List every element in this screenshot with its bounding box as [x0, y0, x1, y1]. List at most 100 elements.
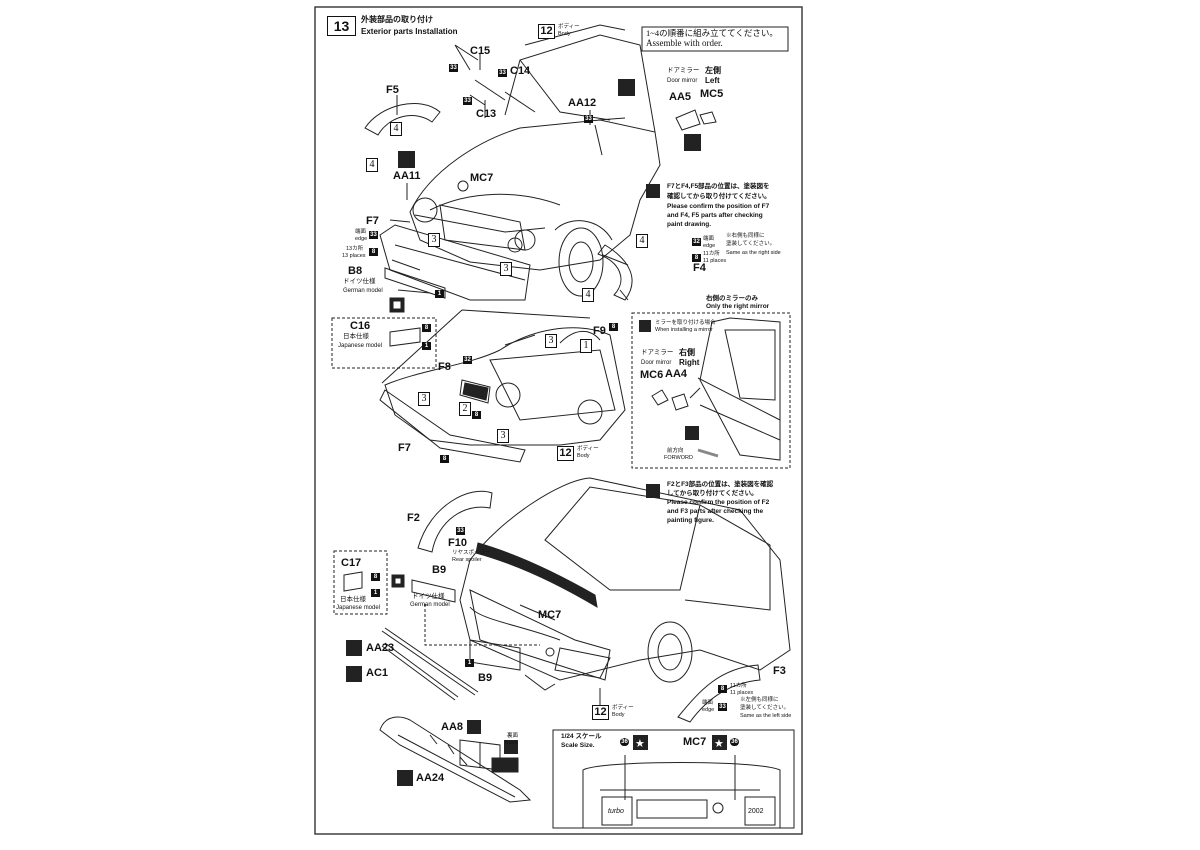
part-c17: C17 [341, 557, 362, 569]
paint-code-c17-a: 8 [371, 573, 380, 581]
paint-code-f8-b: 8 [472, 411, 481, 419]
f7-edge-en: edge [355, 236, 368, 242]
german-model-jp-bottom: ドイツ仕様 [412, 593, 445, 600]
order-4-b: 4 [366, 158, 378, 172]
f10-rear-spoiler [475, 542, 598, 608]
order-3-c: 3 [545, 334, 557, 348]
part-f3: F3 [773, 665, 786, 677]
mirror-right-en: Door mirror [641, 360, 672, 366]
f4-same-jp1: ※右側も同様に [726, 233, 765, 239]
part-b9-a: B9 [432, 564, 447, 576]
rear-spoiler-jp: リヤスポイラー [452, 550, 491, 556]
note-f2-en1: Please confirm the position of F2 [667, 499, 770, 506]
body-ref-en-bottom: Body [612, 712, 625, 718]
note-f7-en1: Please confirm the position of F7 [667, 203, 770, 210]
scale-jp: 1/24 スケール [561, 733, 602, 740]
mirror-left-side-en: Left [705, 76, 720, 85]
paint-code-c16-a: 8 [422, 324, 431, 332]
right-mirror-box [631, 312, 791, 469]
f3-same-jp1: ※左側も同様に [740, 697, 779, 703]
b9-plate-top [411, 579, 456, 603]
part-f7-top: F7 [366, 215, 379, 227]
f4-edge-en: edge [703, 243, 716, 249]
part-f7-mid: F7 [398, 442, 411, 454]
part-c16: C16 [350, 320, 371, 332]
order-4-a: 4 [390, 122, 402, 136]
body-ref-number-top: 12 [538, 24, 555, 39]
note-f7-en2: and F4, F5 parts after checking [667, 212, 763, 219]
note-f7-jp2: 確認してから取り付けてください。 [667, 193, 771, 200]
paint-code-b9: 1 [465, 659, 474, 667]
star-badges [633, 735, 727, 750]
part-b9-b: B9 [478, 672, 493, 684]
paint-code-f4-edge: 32 [692, 238, 701, 246]
c17-box [333, 550, 388, 615]
body-ref-number-mid: 12 [557, 446, 574, 461]
order-4-d: 4 [582, 288, 594, 302]
order-note-jp: 1~4の順番に組み立ててください。 [646, 28, 778, 38]
part-c14: C14 [510, 65, 531, 77]
part-aa4: AA4 [665, 368, 688, 380]
part-aa23: AA23 [366, 642, 395, 654]
order-2: 2 [459, 402, 471, 416]
paint-code-f3-places: 8 [718, 685, 727, 693]
alt-model-arrow [389, 297, 405, 313]
f3-places-jp: 11カ所 [730, 683, 747, 689]
alt-model-arrow-rear [391, 574, 405, 588]
f3-places-en: 11 places [730, 690, 754, 696]
f7-places-en: 13 places [342, 253, 366, 259]
f3-edge-en: edge [702, 707, 715, 713]
part-mc7-top: MC7 [470, 172, 494, 184]
right-mirror-only-en: Only the right mirror [706, 303, 770, 310]
b8-license-plate [384, 267, 446, 299]
b9-plate-rear [469, 639, 521, 671]
scale-en: Scale Size. [561, 742, 595, 749]
forward-jp: 前方向 [667, 448, 684, 454]
part-f2: F2 [407, 512, 420, 524]
c16-box [331, 317, 437, 369]
f4-fender-flare [597, 244, 633, 301]
paint-code-c13: 33 [463, 97, 472, 105]
note-f2-jp2: してから取り付けてください。 [667, 490, 758, 497]
body-ref-jp-top: ボディー [558, 24, 580, 30]
order-note-box [641, 26, 789, 52]
mirror-right-side-jp: 右側 [679, 348, 695, 357]
japanese-model-en-c17: Japanese model [336, 605, 381, 611]
paint-code-f7-edge: 33 [369, 231, 378, 239]
part-f5: F5 [386, 84, 399, 96]
scale-badge-right: 36 [730, 738, 739, 746]
part-b8: B8 [348, 265, 363, 277]
paint-code-f4-places: 8 [692, 254, 701, 262]
f5-fender-flare [364, 103, 441, 136]
f3-edge-jp: 端面 [702, 700, 714, 706]
f4-same-jp2: 塗装してください。 [726, 241, 776, 247]
paint-code-f9: 8 [609, 323, 618, 331]
f7-places-jp: 13カ所 [346, 246, 364, 252]
svg-text:★: ★ [714, 737, 724, 750]
german-model-en-bottom: German model [410, 602, 450, 608]
cement-icons [346, 79, 701, 786]
right-mirror-only-jp: 右側のミラーのみ [706, 295, 758, 302]
body-ref-en-mid: Body [577, 453, 590, 459]
paint-code-f7-places: 8 [369, 248, 378, 256]
part-ac1: AC1 [366, 667, 389, 679]
step-number: 13 [327, 16, 356, 36]
part-f10: F10 [448, 537, 467, 549]
paint-code-f10: 33 [456, 527, 465, 535]
part-c15: C15 [470, 45, 491, 57]
paint-code-c17-b: 1 [371, 589, 380, 597]
sheet-frame [314, 6, 803, 835]
front-grille-detail [379, 327, 626, 463]
part-aa11: AA11 [393, 170, 421, 182]
paint-code-f8: 32 [463, 356, 472, 364]
german-model-jp-top: ドイツ仕様 [343, 278, 376, 285]
part-aa8: AA8 [441, 721, 464, 733]
part-f8: F8 [438, 361, 451, 373]
paint-code-b8: 1 [435, 290, 444, 298]
rear-car-drawing [459, 477, 791, 691]
back-en: Back [505, 740, 518, 746]
japanese-model-jp-c16: 日本仕様 [343, 333, 369, 340]
part-f4: F4 [693, 262, 706, 274]
body-ref-jp-bottom: ボディー [612, 705, 634, 711]
